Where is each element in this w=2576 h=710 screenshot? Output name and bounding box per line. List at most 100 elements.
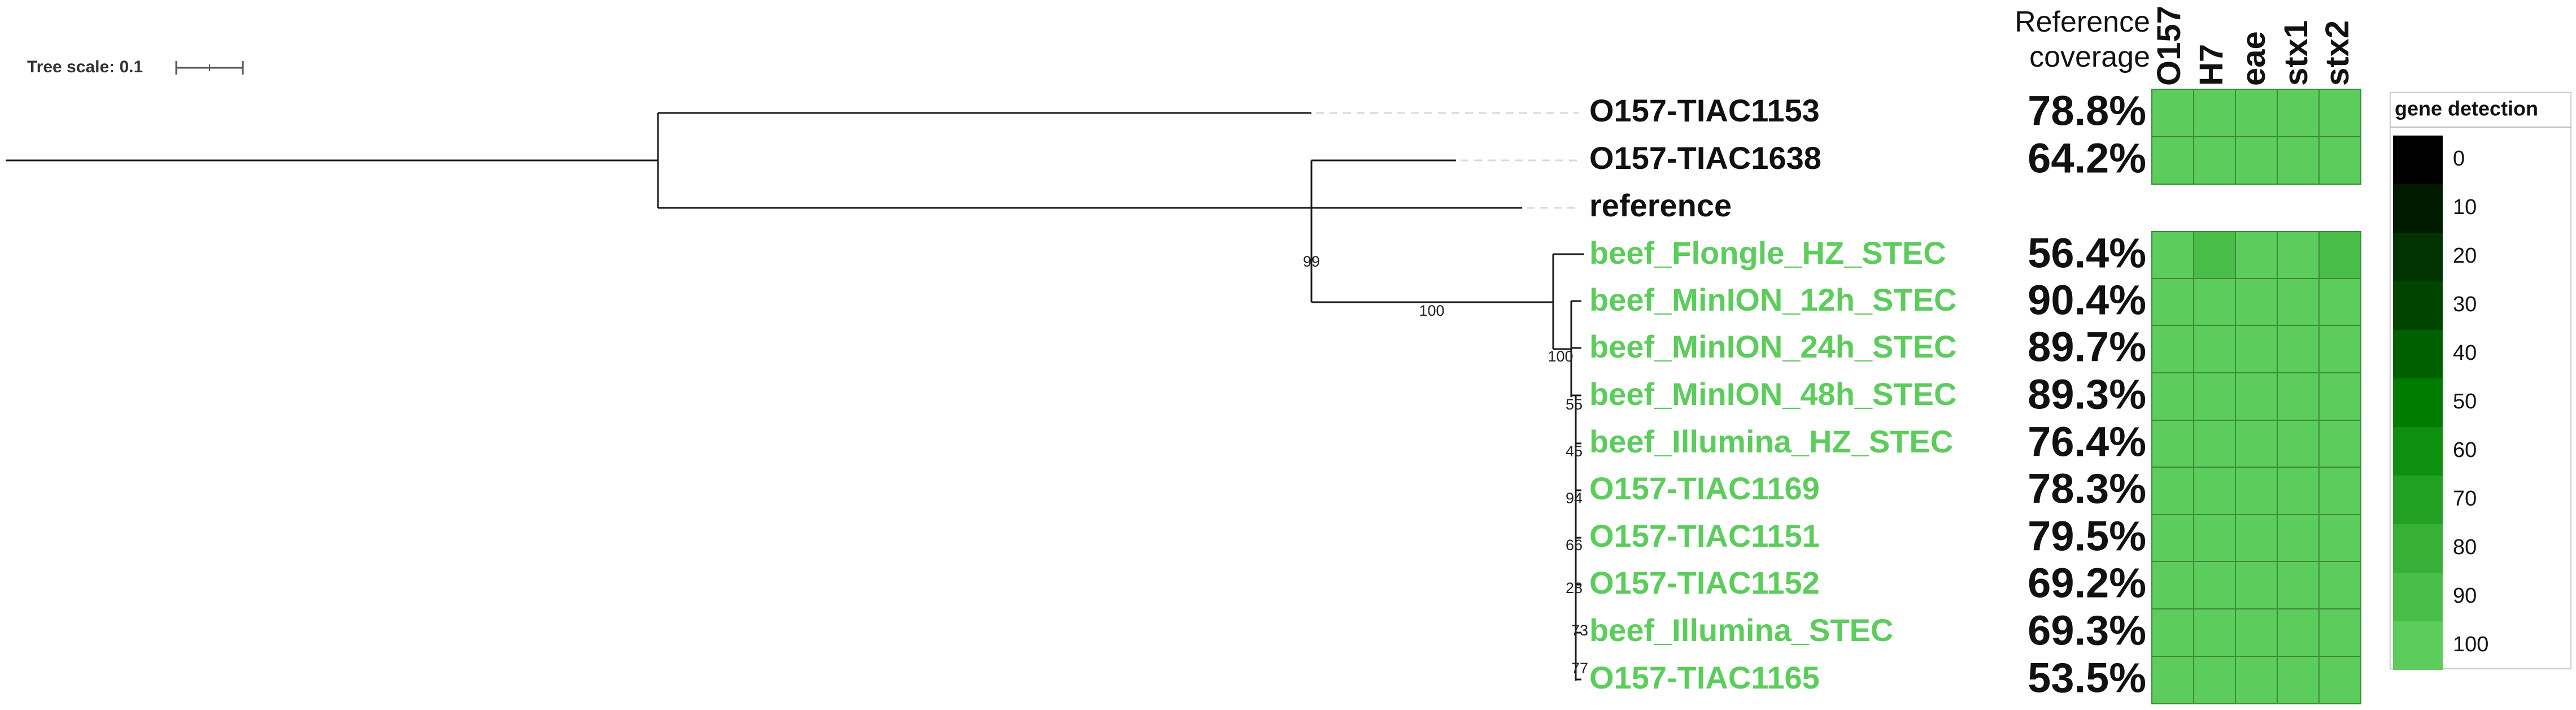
coverage-value: 76.4%: [2028, 419, 2146, 465]
legend-swatch: [2393, 136, 2443, 184]
heatmap-cell-o157: [2151, 420, 2194, 468]
heatmap-cell-stx1: [2277, 514, 2320, 563]
heatmap-cell-stx2: [2318, 136, 2361, 185]
tree-scale: Tree scale: 0.1: [27, 58, 244, 76]
leaf-label: beef_Flongle_HZ_STEC: [1589, 235, 1946, 271]
heatmap-cell-stx1: [2277, 325, 2320, 373]
coverage-value: 79.5%: [2028, 513, 2146, 560]
leaf-label: O157-TIAC1152: [1589, 565, 1820, 600]
heatmap-cell-eae: [2235, 89, 2278, 137]
bootstrap-label: 28: [1566, 580, 1583, 596]
heatmap-cell-o157: [2151, 608, 2194, 657]
tree-scale-label: Tree scale: 0.1: [27, 58, 143, 76]
heatmap-cell-stx1: [2277, 467, 2320, 515]
heatmap-cell-o157: [2151, 325, 2194, 373]
heatmap-cell-h7: [2193, 136, 2236, 185]
gene-header: eae: [2235, 31, 2272, 86]
heatmap-cell-stx2: [2318, 514, 2361, 563]
legend-swatch: [2393, 233, 2443, 281]
bootstrap-label: 55: [1566, 396, 1583, 413]
heatmap-cell-eae: [2235, 467, 2278, 515]
legend-swatch: [2393, 184, 2443, 233]
heatmap-cell-eae: [2235, 136, 2278, 185]
heatmap-cell-eae: [2235, 372, 2278, 421]
leaf-label: O157-TIAC1169: [1589, 471, 1820, 506]
heatmap-cell-o157: [2151, 372, 2194, 421]
heatmap-cell-stx2: [2318, 372, 2361, 421]
heatmap-cell-eae: [2235, 514, 2278, 563]
heatmap-cell-eae: [2235, 278, 2278, 326]
gene-detection-heatmap: [2151, 89, 2361, 704]
heatmap-cell-o157: [2151, 467, 2194, 515]
heatmap-cell-stx2: [2318, 420, 2361, 468]
heatmap-cell-eae: [2235, 325, 2278, 373]
legend-level-label: 40: [2453, 341, 2477, 365]
heatmap-cell-eae: [2235, 420, 2278, 468]
heatmap-cell-stx1: [2277, 231, 2320, 280]
gene-header: O157: [2151, 6, 2187, 86]
bootstrap-label: 77: [1571, 660, 1588, 677]
heatmap-cell-stx2: [2318, 467, 2361, 515]
coverage-value: 69.3%: [2028, 607, 2146, 654]
heatmap-cell-h7: [2193, 325, 2236, 373]
heatmap-cell-h7: [2193, 278, 2236, 326]
heatmap-cell-h7: [2193, 420, 2236, 468]
heatmap-cell-o157: [2151, 231, 2194, 280]
heatmap-cell-stx2: [2318, 325, 2361, 373]
coverage-value: 89.3%: [2028, 371, 2146, 418]
gene-header: H7: [2193, 44, 2230, 86]
heatmap-cell-h7: [2193, 372, 2236, 421]
heatmap-cell-h7: [2193, 231, 2236, 280]
leaf-label: beef_Illumina_HZ_STEC: [1589, 424, 1953, 459]
coverage-value: 56.4%: [2028, 230, 2146, 277]
coverage-header-line2: coverage: [2029, 41, 2150, 73]
legend-level-label: 0: [2453, 147, 2465, 171]
bootstrap-label: 99: [1303, 253, 1320, 270]
legend-level-label: 20: [2453, 244, 2477, 268]
legend-swatch: [2393, 378, 2443, 427]
legend-swatch: [2393, 427, 2443, 476]
coverage-value: 89.7%: [2028, 324, 2146, 371]
leaf-label: O157-TIAC1151: [1589, 518, 1820, 554]
leaf-labels: O157-TIAC1153 O157-TIAC1638 reference be…: [1589, 93, 1956, 695]
leaf-label: O157-TIAC1165: [1589, 660, 1820, 695]
heatmap-cell-o157: [2151, 278, 2194, 326]
heatmap-cell-o157: [2151, 514, 2194, 563]
heatmap-cell-stx1: [2277, 420, 2320, 468]
heatmap-cell-stx2: [2318, 608, 2361, 657]
legend-level-label: 50: [2453, 390, 2477, 413]
legend-swatch: [2393, 330, 2443, 378]
heatmap-cell-stx1: [2277, 136, 2320, 185]
coverage-value: 78.8%: [2028, 88, 2146, 134]
heatmap-cell-eae: [2235, 561, 2278, 609]
heatmap-cell-h7: [2193, 656, 2236, 704]
bootstrap-label: 45: [1566, 443, 1583, 460]
heatmap-cell-h7: [2193, 561, 2236, 609]
legend-level-label: 10: [2453, 195, 2477, 219]
bootstrap-label: 100: [1419, 302, 1444, 319]
heatmap-cell-o157: [2151, 656, 2194, 704]
legend-swatch: [2393, 281, 2443, 330]
bootstrap-label: 66: [1566, 537, 1583, 554]
legend-level-label: 70: [2453, 487, 2477, 511]
legend-level-label: 60: [2453, 438, 2477, 462]
legend-level-label: 100: [2453, 633, 2488, 656]
coverage-value: 69.2%: [2028, 560, 2146, 607]
leaf-label: beef_MinION_24h_STEC: [1589, 329, 1956, 364]
heatmap-cell-o157: [2151, 136, 2194, 185]
coverage-value: 53.5%: [2028, 655, 2146, 702]
coverage-value: 90.4%: [2028, 277, 2146, 324]
leaf-label: beef_MinION_48h_STEC: [1589, 376, 1956, 412]
heatmap-cell-stx1: [2277, 608, 2320, 657]
heatmap-cell-stx1: [2277, 656, 2320, 704]
bootstrap-label: 100: [1548, 348, 1573, 365]
bootstrap-label: 94: [1566, 490, 1583, 507]
bootstrap-labels: 99 100 100 55 45 94 66 28 73 77: [1303, 253, 1588, 677]
gene-header: stx2: [2319, 20, 2356, 86]
heatmap-cell-stx2: [2318, 656, 2361, 704]
tree-branches: [6, 112, 1584, 681]
legend-swatch: [2393, 573, 2443, 621]
heatmap-cell-o157: [2151, 89, 2194, 137]
legend-swatch: [2393, 476, 2443, 524]
